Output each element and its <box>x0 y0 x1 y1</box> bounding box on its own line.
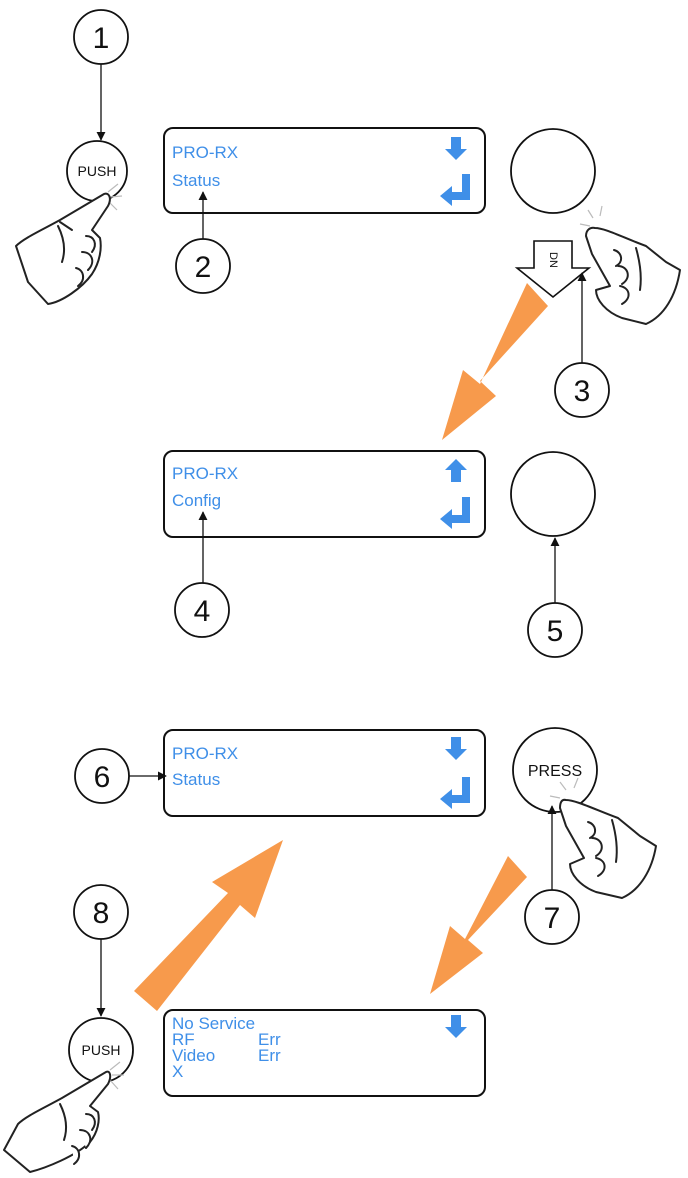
press-button[interactable]: PRESS <box>512 727 598 813</box>
dn-label: DN <box>547 252 559 268</box>
lcd-line-2: Status <box>172 171 220 190</box>
control-knob-middle[interactable] <box>510 451 596 537</box>
lcd-line-1: No Service <box>172 1014 255 1033</box>
pointing-hand-icon <box>585 226 681 325</box>
step-number-3: 3 <box>574 375 591 408</box>
control-knob-top[interactable] <box>510 128 596 214</box>
press-glow <box>549 777 579 799</box>
arrow-down-icon <box>445 1015 467 1038</box>
pointing-hand-icon <box>559 798 657 899</box>
push-button-bottom[interactable]: PUSH <box>68 1017 134 1083</box>
step-4-callout: 4 <box>174 582 230 638</box>
press-button-label: PRESS <box>528 763 582 780</box>
lcd-line-3-value: Err <box>258 1046 281 1065</box>
lcd-screen-status-2: PRO-RX Status <box>163 729 486 817</box>
step-3-callout: 3 <box>554 362 610 418</box>
step-number-5: 5 <box>547 615 564 648</box>
lcd-line-1: PRO-RX <box>172 744 238 763</box>
step-1-callout: 1 <box>73 9 129 65</box>
lcd-line-1: PRO-RX <box>172 143 238 162</box>
flow-arrow <box>442 283 548 440</box>
lcd-screen-status: PRO-RX Status <box>163 127 486 214</box>
press-glow <box>109 1061 124 1090</box>
push-button-top-label: PUSH <box>78 163 117 179</box>
dn-arrow-icon: DN <box>514 240 592 299</box>
step-6-callout: 6 <box>74 748 130 804</box>
step-number-8: 8 <box>93 897 110 930</box>
step-number-4: 4 <box>194 595 211 628</box>
step-number-2: 2 <box>195 251 212 284</box>
step-7-callout: 7 <box>524 889 580 945</box>
flow-arrow <box>430 856 527 994</box>
lcd-line-2: Config <box>172 491 221 510</box>
flow-arrow <box>134 840 283 1011</box>
lcd-screen-config: PRO-RX Config <box>163 450 486 538</box>
step-8-callout: 8 <box>73 884 129 940</box>
push-button-top[interactable]: PUSH <box>66 140 128 202</box>
lcd-line-2-label: RF <box>172 1030 195 1049</box>
step-number-1: 1 <box>93 22 110 55</box>
arrow-down-icon <box>445 737 467 760</box>
enter-icon <box>440 497 470 529</box>
pointing-hand-icon <box>3 1070 112 1173</box>
step-number-6: 6 <box>94 761 111 794</box>
step-5-callout: 5 <box>527 602 583 658</box>
push-button-bottom-label: PUSH <box>82 1042 121 1058</box>
lcd-line-2-value: Err <box>258 1030 281 1049</box>
arrow-down-icon <box>445 137 467 160</box>
lcd-line-2: Status <box>172 770 220 789</box>
arrow-up-icon <box>445 459 467 482</box>
lcd-line-4: X <box>172 1062 183 1081</box>
step-number-7: 7 <box>544 902 561 935</box>
step-2-callout: 2 <box>175 238 231 294</box>
pointing-hand-icon <box>15 192 111 305</box>
lcd-line-3-label: Video <box>172 1046 215 1065</box>
enter-icon <box>440 174 470 206</box>
press-glow <box>579 205 603 227</box>
lcd-screen-no-service: No Service RF Err Video Err X <box>163 1009 486 1097</box>
lcd-line-1: PRO-RX <box>172 464 238 483</box>
enter-icon <box>440 777 470 809</box>
